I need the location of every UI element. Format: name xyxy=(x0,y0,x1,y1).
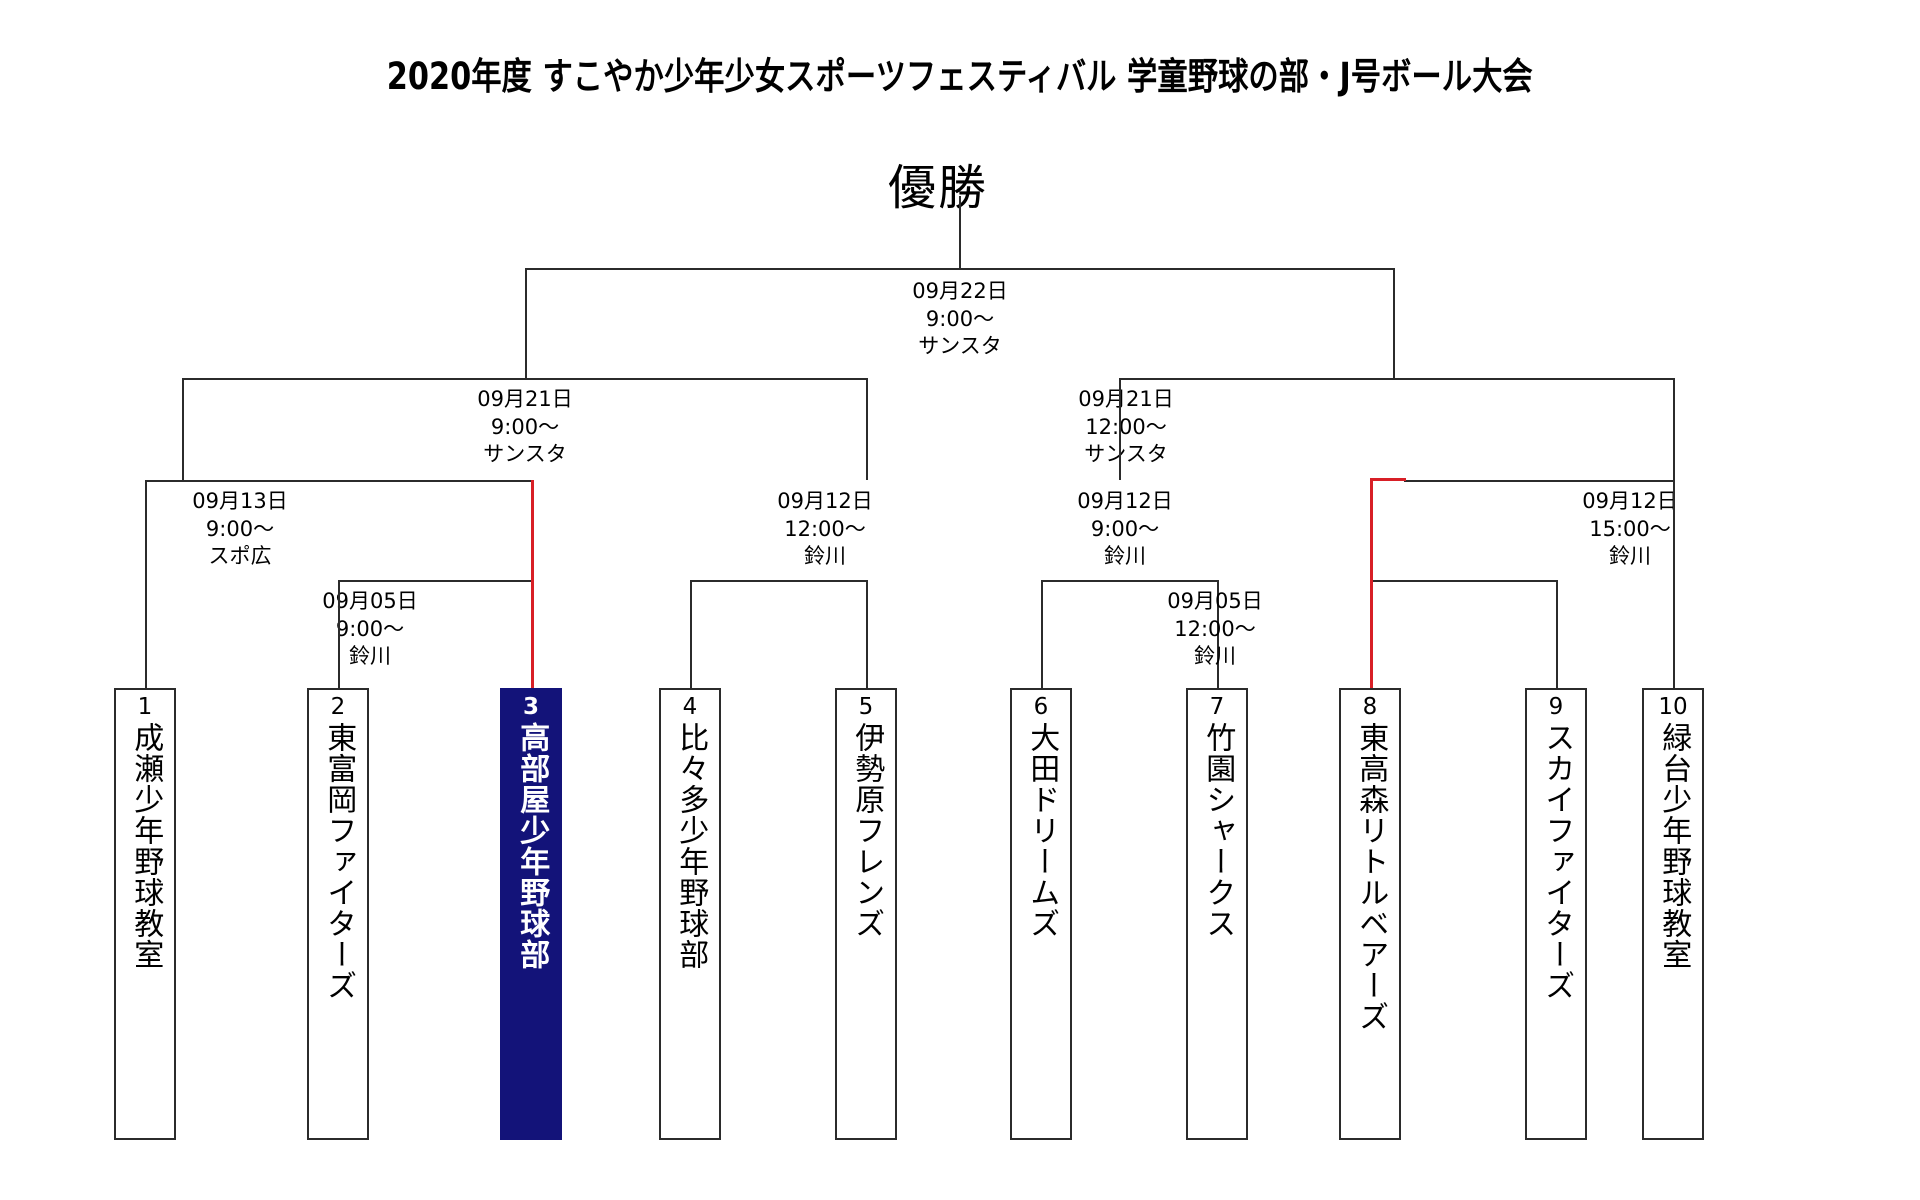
semi-left-beam-line xyxy=(182,378,868,380)
team-box-5[interactable]: 5 伊勢原フレンズ xyxy=(835,688,897,1140)
match-qr2-date: 09月12日 xyxy=(1582,489,1678,513)
team-name-7: 竹園シャークス xyxy=(1200,722,1236,940)
page-title: 2020年度 すこやか少年少女スポーツフェスティバル 学童野球の部・J号ボール大… xyxy=(0,46,1920,100)
ql1-team1-drop-line xyxy=(145,480,147,688)
match-quarter-left-2: 09月12日 12:00〜 鈴川 xyxy=(740,488,910,571)
ql1-beam-line xyxy=(145,480,533,482)
fl-beam-line xyxy=(338,580,534,582)
team-seed-10: 10 xyxy=(1658,694,1688,720)
qr2-beam-line-red xyxy=(1370,478,1406,481)
team-seed-5: 5 xyxy=(858,694,874,720)
final-left-drop-line xyxy=(525,268,527,378)
match-ql2-time: 12:00〜 xyxy=(784,516,866,541)
match-fr-venue: 鈴川 xyxy=(1194,644,1236,669)
match-fl-time: 9:00〜 xyxy=(335,616,405,641)
match-qr1-date: 09月12日 xyxy=(1077,489,1173,513)
team-seed-6: 6 xyxy=(1033,694,1049,720)
team-box-3[interactable]: 3 高部屋少年野球部 xyxy=(500,688,562,1140)
match-fl-date: 09月05日 xyxy=(322,589,418,613)
match-semi-left-time: 9:00〜 xyxy=(490,414,560,439)
team-name-6: 大田ドリームズ xyxy=(1024,722,1060,940)
qr1-team7-drop-line xyxy=(1217,580,1219,688)
match-semi-right-venue: サンスタ xyxy=(1084,442,1168,467)
match-semi-left-venue: サンスタ xyxy=(483,442,567,467)
team-box-6[interactable]: 6 大田ドリームズ xyxy=(1010,688,1072,1140)
team-name-2: 東富岡ファイターズ xyxy=(321,722,357,1002)
final-right-drop-line xyxy=(1393,268,1395,378)
qr1-beam-line xyxy=(1041,580,1219,582)
team-name-10: 緑台少年野球教室 xyxy=(1656,722,1692,971)
qr1-team6-drop-line xyxy=(1041,580,1043,688)
fl-team2-drop-line xyxy=(338,580,340,688)
match-final: 09月22日 9:00〜 サンスタ xyxy=(860,278,1060,361)
match-first-left: 09月05日 9:00〜 鈴川 xyxy=(285,588,455,671)
match-semi-right: 09月21日 12:00〜 サンスタ xyxy=(1026,386,1226,469)
fl-team3-drop-line-red xyxy=(531,580,534,688)
match-ql2-venue: 鈴川 xyxy=(804,544,846,569)
team-seed-3: 3 xyxy=(522,694,539,720)
fr-team9-drop-line xyxy=(1556,580,1558,688)
match-qr2-time: 15:00〜 xyxy=(1589,516,1671,541)
team-box-8[interactable]: 8 東高森リトルベアーズ xyxy=(1339,688,1401,1140)
match-qr1-venue: 鈴川 xyxy=(1104,544,1146,569)
match-final-venue: サンスタ xyxy=(918,334,1002,359)
match-quarter-right-1: 09月12日 9:00〜 鈴川 xyxy=(1040,488,1210,571)
ql1-winner-drop-line-red xyxy=(531,480,534,580)
match-fr-date: 09月05日 xyxy=(1167,589,1263,613)
ql2-beam-line xyxy=(690,580,868,582)
champion-label: 優勝 xyxy=(888,160,989,216)
team-box-7[interactable]: 7 竹園シャークス xyxy=(1186,688,1248,1140)
match-ql2-date: 09月12日 xyxy=(777,489,873,513)
semi-right-q1-drop-line xyxy=(1119,378,1121,480)
match-final-time: 9:00〜 xyxy=(925,306,995,331)
match-semi-left-date: 09月21日 xyxy=(477,387,573,411)
team-seed-7: 7 xyxy=(1209,694,1225,720)
semi-right-q2-drop-line xyxy=(1673,378,1675,480)
team-seed-9: 9 xyxy=(1548,694,1564,720)
team-seed-8: 8 xyxy=(1362,694,1378,720)
team-name-3: 高部屋少年野球部 xyxy=(514,722,550,971)
match-final-date: 09月22日 xyxy=(912,279,1008,303)
team-name-8: 東高森リトルベアーズ xyxy=(1353,722,1389,1033)
match-qr2-venue: 鈴川 xyxy=(1609,544,1651,569)
page-title-text: 2020年度 すこやか少年少女スポーツフェスティバル 学童野球の部・J号ボール大… xyxy=(386,55,1533,98)
semi-left-q2-drop-line xyxy=(866,378,868,480)
team-box-10[interactable]: 10 緑台少年野球教室 xyxy=(1642,688,1704,1140)
team-box-2[interactable]: 2 東富岡ファイターズ xyxy=(307,688,369,1140)
team-name-9: スカイファイターズ xyxy=(1539,722,1575,1002)
team-box-4[interactable]: 4 比々多少年野球部 xyxy=(659,688,721,1140)
fr-beam-line xyxy=(1370,580,1558,582)
fr-team8-drop-line-red xyxy=(1370,580,1373,688)
final-beam-line xyxy=(525,268,1395,270)
team-box-9[interactable]: 9 スカイファイターズ xyxy=(1525,688,1587,1140)
match-semi-right-date: 09月21日 xyxy=(1078,387,1174,411)
match-semi-right-time: 12:00〜 xyxy=(1085,414,1167,439)
final-stem-line xyxy=(959,196,961,268)
team-seed-1: 1 xyxy=(137,694,153,720)
ql2-team5-drop-line xyxy=(866,580,868,688)
match-qr1-time: 9:00〜 xyxy=(1090,516,1160,541)
match-quarter-left-1: 09月13日 9:00〜 スポ広 xyxy=(155,488,325,571)
match-fr-time: 12:00〜 xyxy=(1174,616,1256,641)
team-name-5: 伊勢原フレンズ xyxy=(849,722,885,940)
match-ql1-venue: スポ広 xyxy=(208,544,272,569)
match-quarter-right-2: 09月12日 15:00〜 鈴川 xyxy=(1545,488,1715,571)
team-name-1: 成瀬少年野球教室 xyxy=(128,722,164,971)
qr2-beam-line xyxy=(1404,480,1674,482)
match-ql1-time: 9:00〜 xyxy=(205,516,275,541)
team-name-4: 比々多少年野球部 xyxy=(673,722,709,971)
semi-right-beam-line xyxy=(1119,378,1675,380)
qr2-team10-drop-line xyxy=(1673,480,1675,688)
match-semi-left: 09月21日 9:00〜 サンスタ xyxy=(425,386,625,469)
team-seed-4: 4 xyxy=(682,694,698,720)
team-box-1[interactable]: 1 成瀬少年野球教室 xyxy=(114,688,176,1140)
qr2-winner-drop-line-red xyxy=(1370,478,1373,580)
team-seed-2: 2 xyxy=(330,694,346,720)
semi-left-q1-drop-line xyxy=(182,378,184,480)
ql2-team4-drop-line xyxy=(690,580,692,688)
match-first-right: 09月05日 12:00〜 鈴川 xyxy=(1130,588,1300,671)
match-ql1-date: 09月13日 xyxy=(192,489,288,513)
match-fl-venue: 鈴川 xyxy=(349,644,391,669)
